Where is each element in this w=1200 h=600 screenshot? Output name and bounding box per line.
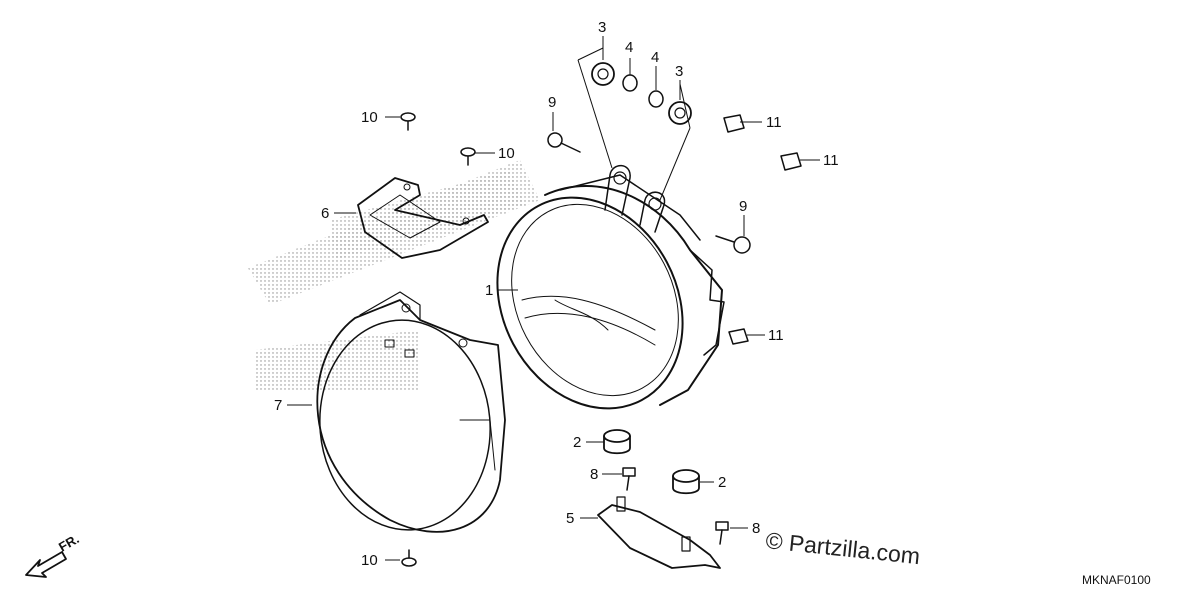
callout-3b: 3 [675, 63, 683, 80]
callout-11b: 11 [823, 152, 839, 169]
callout-4a: 4 [625, 39, 633, 56]
headlight-unit-part[interactable] [462, 164, 725, 441]
callout-10b: 10 [498, 145, 515, 162]
headlight-case-part[interactable] [311, 291, 506, 537]
leader-lines [577, 47, 691, 201]
callout-7: 7 [274, 397, 282, 414]
callout-2a: 2 [573, 434, 581, 451]
small-screw-part[interactable] [400, 112, 476, 567]
lower-stay-part[interactable] [597, 496, 721, 569]
callout-10a: 10 [361, 109, 378, 126]
callout-11a: 11 [766, 114, 782, 131]
callout-2b: 2 [718, 474, 726, 491]
callout-leaders [287, 36, 820, 561]
front-direction-label: FR. [56, 531, 82, 554]
rubber-mount-part[interactable] [603, 429, 700, 495]
callout-8a: 8 [590, 466, 598, 483]
bracket-part[interactable] [357, 177, 489, 259]
collar-part[interactable] [622, 74, 664, 108]
callout-9a: 9 [548, 94, 556, 111]
callout-6: 6 [321, 205, 329, 222]
callout-3a: 3 [598, 19, 606, 36]
dotted-shading [248, 160, 540, 390]
callout-5: 5 [566, 510, 574, 527]
callout-1: 1 [485, 282, 493, 299]
callout-4b: 4 [651, 49, 659, 66]
watermark: © Partzilla.com [764, 527, 921, 569]
callout-11c: 11 [768, 327, 784, 344]
callout-9b: 9 [739, 198, 747, 215]
callout-8b: 8 [752, 520, 760, 537]
grommet-part[interactable] [591, 62, 692, 125]
callout-labels: 3 4 4 3 9 9 10 10 10 11 11 11 6 7 1 2 2 … [274, 19, 839, 569]
callout-10c: 10 [361, 552, 378, 569]
bolt-part[interactable] [622, 467, 729, 545]
clip-nut-part[interactable] [723, 114, 802, 345]
screw-part[interactable] [547, 132, 751, 254]
diagram-code: MKNAF0100 [1082, 573, 1151, 587]
front-direction-arrow: FR. [25, 531, 82, 578]
